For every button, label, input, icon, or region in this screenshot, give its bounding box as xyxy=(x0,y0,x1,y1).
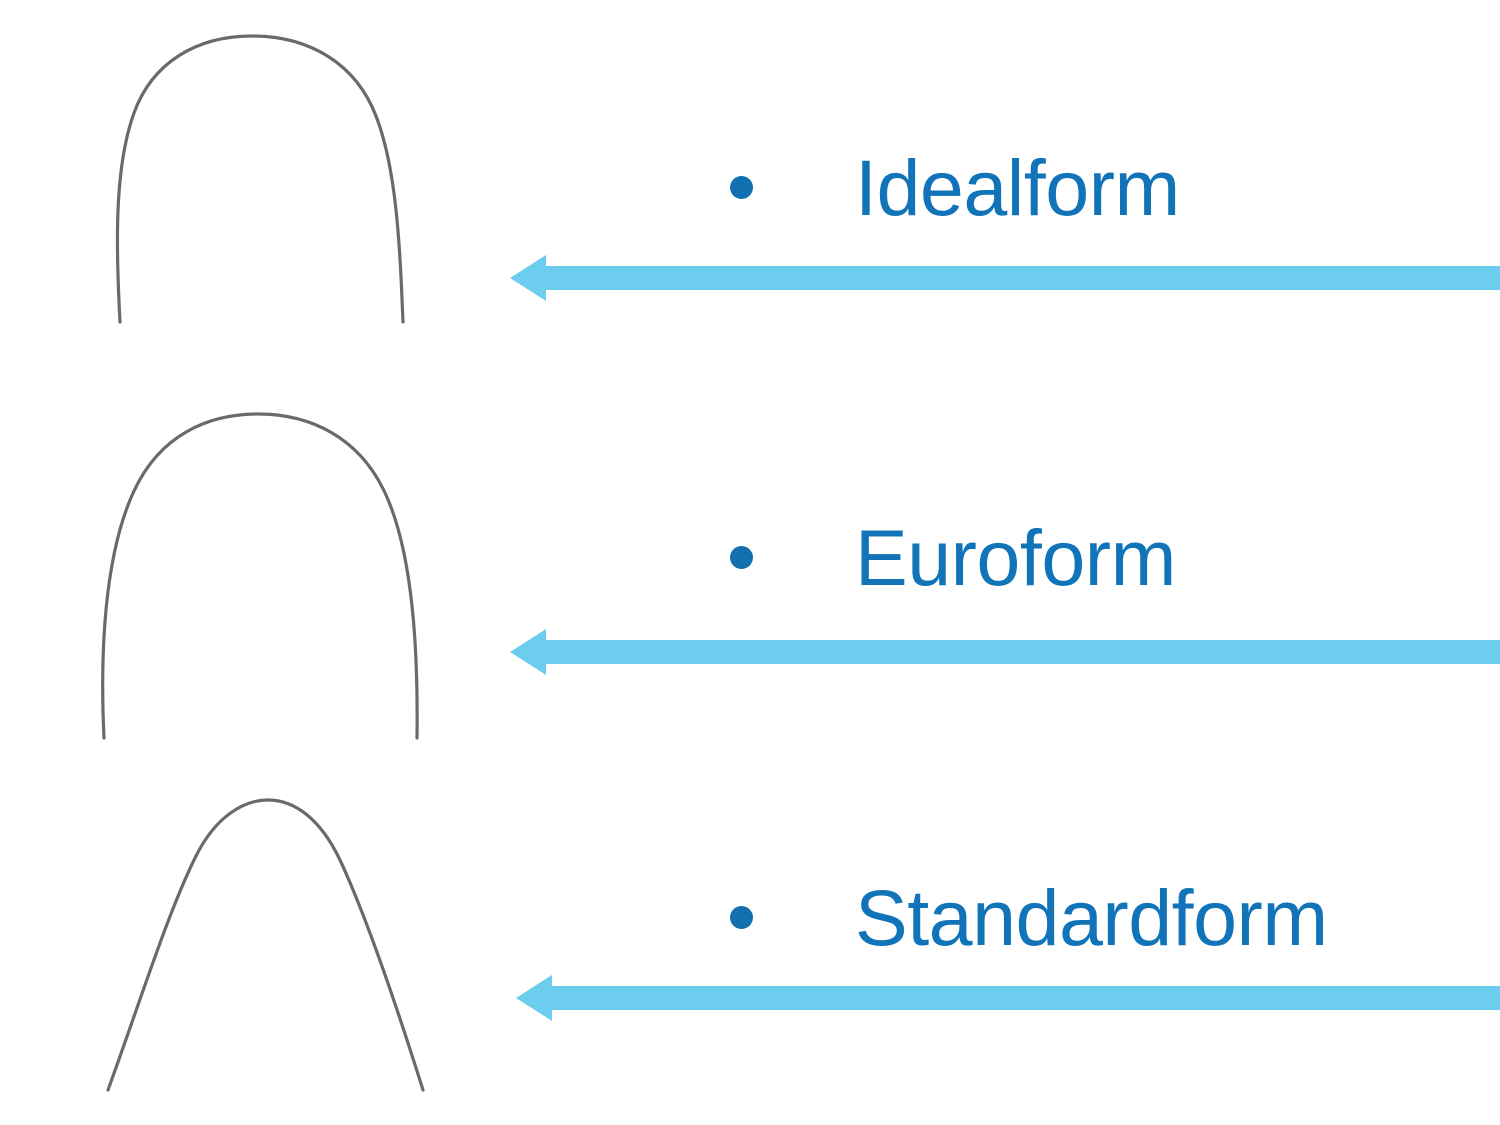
arrow-left-standardform xyxy=(516,968,1500,1028)
label-standardform: Standardform xyxy=(855,873,1328,962)
arrow-left-icon xyxy=(516,975,1500,1021)
idealform-arch-icon xyxy=(115,34,405,324)
bullet-dot-icon xyxy=(730,546,753,569)
label-idealform: Idealform xyxy=(855,143,1180,232)
arrow-left-idealform xyxy=(510,248,1500,308)
bullet-dot-icon xyxy=(730,906,753,929)
label-euroform: Euroform xyxy=(855,513,1176,602)
standardform-arch-figure xyxy=(0,788,500,1108)
bullet-dot-icon xyxy=(730,176,753,199)
idealform-arch-figure xyxy=(0,18,500,338)
standardform-arch-icon xyxy=(106,798,425,1092)
bullet-row-idealform: Idealform xyxy=(730,148,1180,227)
arrow-left-euroform xyxy=(510,622,1500,682)
arrow-left-icon xyxy=(510,255,1500,301)
arrow-left-icon xyxy=(510,629,1500,675)
euroform-arch-icon xyxy=(101,412,419,740)
euroform-arch-figure xyxy=(0,405,500,750)
bullet-row-standardform: Standardform xyxy=(730,878,1328,957)
bullet-row-euroform: Euroform xyxy=(730,518,1176,597)
